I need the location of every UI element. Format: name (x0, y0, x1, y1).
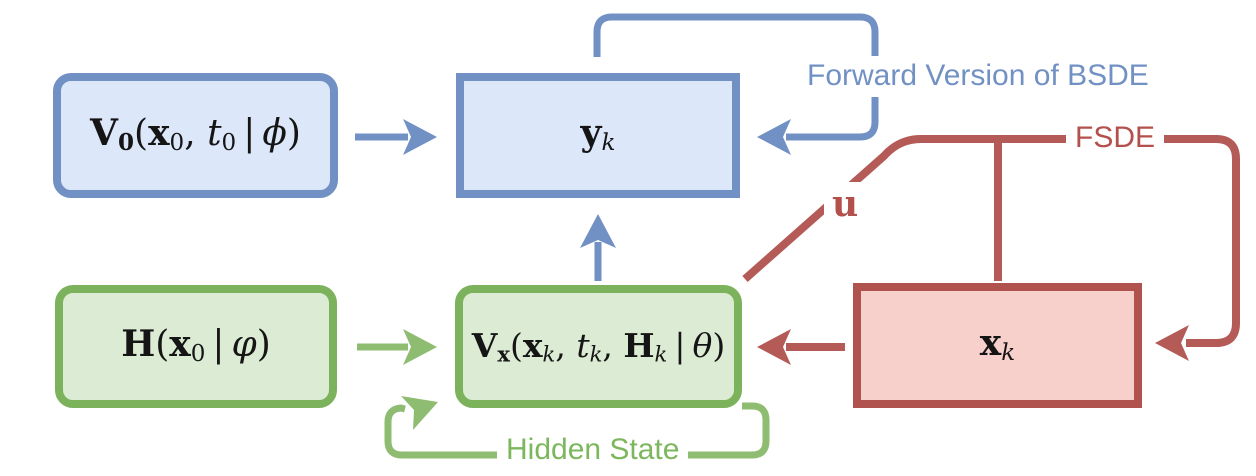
node-yk: yk (456, 73, 740, 198)
node-v0: V0(x0, t0|ϕ) (53, 73, 338, 198)
arrow-vx-to-yk-arrowhead (580, 214, 616, 248)
arrow-h-to-vx-arrowhead (403, 329, 437, 365)
node-xk-equation: xk (979, 322, 1016, 367)
arrow-xk-to-vx-arrowhead (757, 329, 791, 365)
label-fsde: FSDE (1066, 118, 1165, 159)
node-h: H(x0|φ) (55, 285, 337, 408)
label-u: u (824, 182, 867, 228)
node-vx-equation: Vx(xk, tk, Hk|θ) (471, 325, 726, 367)
node-xk: xk (853, 283, 1142, 408)
u-fsde-loop-line (742, 135, 1240, 347)
node-yk-equation: yk (580, 112, 616, 157)
node-v0-equation: V0(x0, t0|ϕ) (90, 112, 301, 157)
label-hidden-state: Hidden State (497, 430, 689, 471)
hidden-state-loop-arrowhead (401, 396, 438, 430)
bsde-loop-line (593, 13, 879, 141)
arrow-v0-to-yk-arrowhead (403, 119, 437, 155)
node-vx: Vx(xk, tk, Hk|θ) (455, 285, 742, 408)
bsde-loop-arrowhead (757, 119, 791, 155)
label-forward-bsde: Forward Version of BSDE (798, 56, 1158, 97)
node-h-equation: H(x0|φ) (121, 323, 271, 368)
fsde-loop-arrowhead (1155, 325, 1189, 361)
